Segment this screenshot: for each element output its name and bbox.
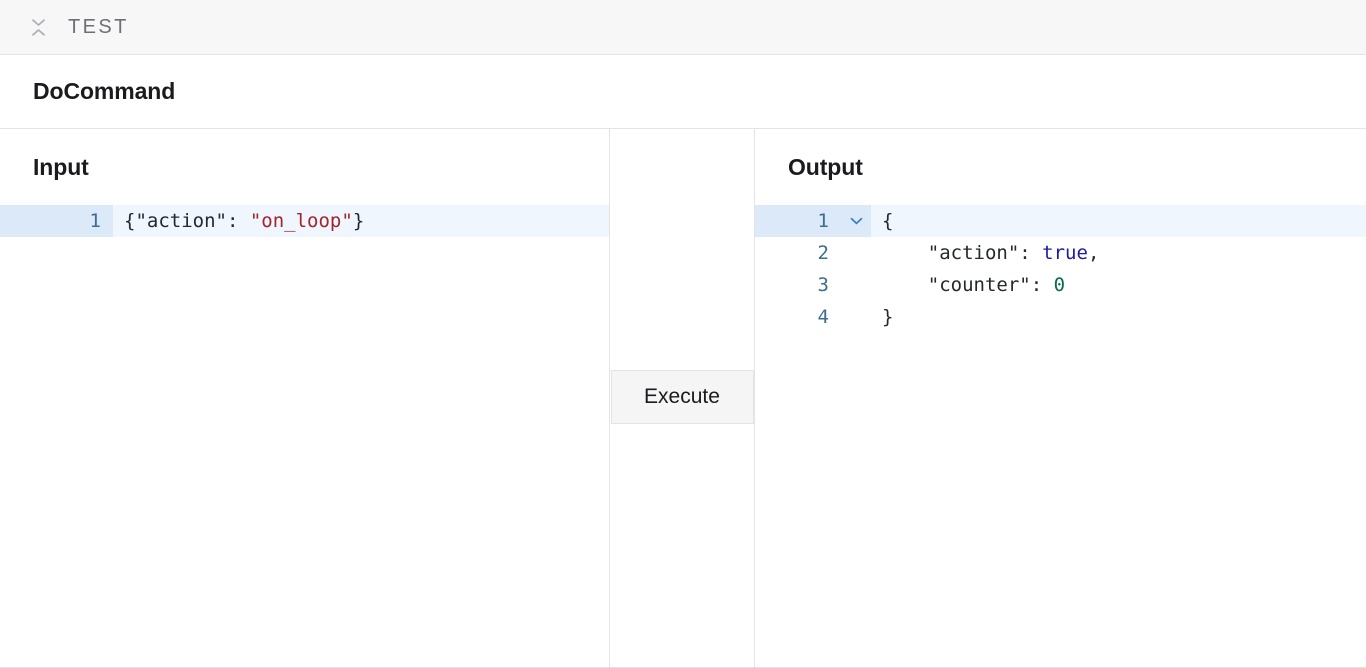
input-pane-header: Input bbox=[0, 129, 609, 205]
input-pane: Input 1 {"action": "on_loop"} bbox=[0, 129, 609, 667]
token-key: "counter" bbox=[927, 274, 1031, 296]
execute-button[interactable]: Execute bbox=[610, 370, 754, 424]
line-number: 2 bbox=[817, 242, 829, 264]
token-punct: { bbox=[882, 210, 894, 232]
chevron-down-icon[interactable] bbox=[841, 217, 871, 225]
token-str: "on_loop" bbox=[249, 210, 353, 232]
code-line[interactable]: 3 "counter": 0 bbox=[755, 269, 1366, 301]
topbar: TEST bbox=[0, 0, 1366, 55]
code-line[interactable]: 4} bbox=[755, 301, 1366, 333]
token-punct: } bbox=[882, 306, 894, 328]
output-pane-title: Output bbox=[788, 153, 863, 180]
token-punct: : bbox=[226, 210, 250, 232]
command-header: DoCommand bbox=[0, 55, 1366, 129]
line-gutter: 2 bbox=[755, 237, 871, 269]
token-punct: : bbox=[1030, 274, 1054, 296]
token-bool: true bbox=[1042, 242, 1088, 264]
line-number: 4 bbox=[817, 306, 829, 328]
collapse-chevrons-icon[interactable] bbox=[28, 15, 48, 39]
token-key: "action" bbox=[135, 210, 227, 232]
output-pane: Output 1{2 "action": true,3 "counter": 0… bbox=[755, 129, 1366, 667]
code-content: "counter": 0 bbox=[871, 269, 1366, 301]
line-gutter: 1 bbox=[0, 205, 113, 237]
line-gutter: 4 bbox=[755, 301, 871, 333]
line-number: 1 bbox=[89, 210, 101, 232]
token-punct: { bbox=[124, 210, 136, 232]
code-content: } bbox=[871, 301, 1366, 333]
token-punct bbox=[882, 237, 928, 269]
code-content: {"action": "on_loop"} bbox=[113, 205, 609, 237]
token-punct: } bbox=[352, 210, 365, 232]
input-editor[interactable]: 1 {"action": "on_loop"} bbox=[0, 205, 609, 667]
token-num: 0 bbox=[1053, 274, 1066, 296]
line-gutter: 1 bbox=[755, 205, 871, 237]
code-line[interactable]: 1{ bbox=[755, 205, 1366, 237]
line-gutter: 3 bbox=[755, 269, 871, 301]
token-punct bbox=[882, 269, 928, 301]
code-content: "action": true, bbox=[871, 237, 1366, 269]
output-pane-header: Output bbox=[755, 129, 1366, 205]
code-line[interactable]: 1 {"action": "on_loop"} bbox=[0, 205, 609, 237]
token-punct: : bbox=[1019, 242, 1043, 264]
input-pane-title: Input bbox=[33, 153, 89, 180]
token-key: "action" bbox=[927, 242, 1020, 264]
page-title: DoCommand bbox=[33, 78, 176, 104]
code-content: { bbox=[871, 205, 1366, 237]
line-number: 3 bbox=[817, 274, 829, 296]
token-punct: , bbox=[1087, 242, 1100, 264]
line-number: 1 bbox=[817, 210, 829, 232]
action-column: Execute bbox=[609, 129, 755, 667]
panel-body: Input 1{"action": "on_loop"} Execute Out… bbox=[0, 129, 1366, 667]
code-line[interactable]: 2 "action": true, bbox=[755, 237, 1366, 269]
execute-button-wrap: Execute bbox=[610, 370, 754, 424]
topbar-title: TEST bbox=[68, 15, 129, 38]
